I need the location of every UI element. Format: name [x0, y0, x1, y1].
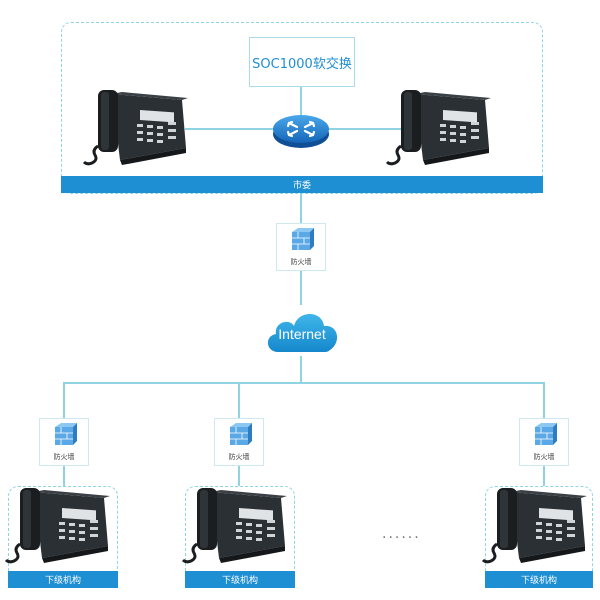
- internet-label: Internet: [278, 326, 326, 342]
- firewall-label: 防火墙: [533, 453, 555, 461]
- branch2-fw-to-box-line: [238, 466, 240, 486]
- branch1-phone-icon: [4, 484, 114, 564]
- firewall-label: 防火墙: [228, 453, 250, 461]
- firewall-to-cloud-line: [300, 271, 302, 305]
- branch2-band: 下级机构: [185, 571, 295, 588]
- soft-switch-box: SOC1000软交换: [249, 37, 355, 87]
- branch3-phone-icon: [481, 484, 591, 564]
- branch3-drop-line: [543, 382, 545, 422]
- firewall-icon: [292, 228, 314, 250]
- horizontal-bus-line: [63, 382, 545, 384]
- left-phone-line: [185, 128, 275, 130]
- branch3-firewall-box: 防火墙: [519, 418, 569, 466]
- top-group-band: 市委: [61, 176, 543, 193]
- more-branches-ellipsis: ......: [382, 526, 421, 542]
- firewall-label: 防火墙: [290, 258, 312, 266]
- band-to-firewall-line: [300, 193, 302, 223]
- cloud-to-bus-line: [300, 356, 302, 382]
- firewall-label: 防火墙: [53, 453, 75, 461]
- branch2-firewall-box: 防火墙: [214, 418, 264, 466]
- top-group-box: [61, 22, 543, 194]
- central-firewall-box: 防火墙: [276, 223, 326, 271]
- branch1-fw-to-box-line: [63, 466, 65, 486]
- firewall-icon: [535, 423, 557, 445]
- top-right-phone-icon: [385, 86, 495, 166]
- top-left-phone-icon: [82, 86, 192, 166]
- branch1-band: 下级机构: [8, 571, 118, 588]
- router-icon: [273, 115, 329, 148]
- branch3-band: 下级机构: [485, 571, 593, 588]
- branch2-drop-line: [238, 382, 240, 422]
- internet-cloud-icon: [267, 314, 338, 352]
- firewall-icon: [230, 423, 252, 445]
- branch1-firewall-box: 防火墙: [39, 418, 89, 466]
- right-phone-line: [328, 128, 416, 130]
- firewall-icon: [55, 423, 77, 445]
- branch3-fw-to-box-line: [543, 466, 545, 486]
- branch1-drop-line: [63, 382, 65, 422]
- switch-vertical-line: [300, 86, 302, 126]
- branch2-phone-icon: [181, 484, 291, 564]
